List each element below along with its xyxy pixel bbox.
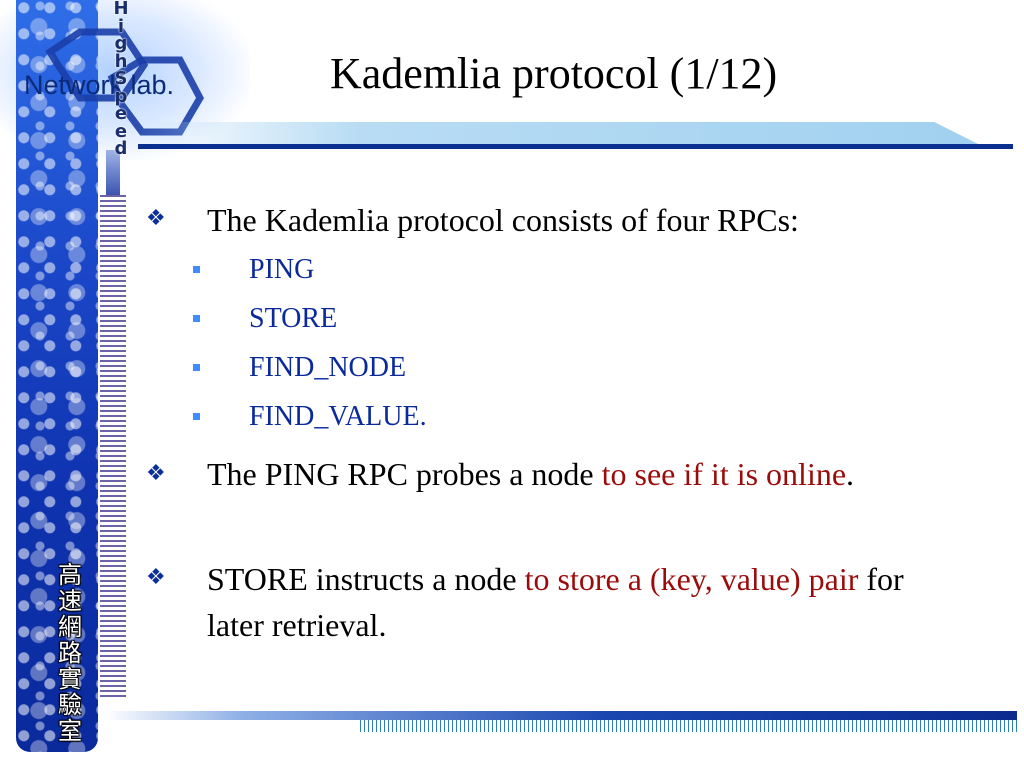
bullet-2-highlight: to see if it is online — [601, 456, 847, 492]
hexagon-logo-icon — [45, 28, 205, 136]
lab-name-label: 高 速 網 路 實 驗 室 — [58, 561, 82, 745]
footer-band — [104, 711, 1017, 720]
square-bullet-icon — [193, 315, 200, 322]
bullet-text-3: STORE instructs a node to store a (key, … — [207, 556, 952, 648]
square-bullet-icon — [193, 413, 200, 420]
bullet-3-end: for later retrieval. — [207, 561, 904, 643]
header-divider — [138, 144, 1013, 149]
side-decoration-bar — [16, 0, 98, 752]
header-band — [138, 122, 978, 144]
diamond-bullet-icon: ❖ — [146, 461, 166, 486]
logo-text: Network lab. — [24, 70, 175, 100]
bullet-text-1: The Kademlia protocol consists of four R… — [207, 202, 799, 238]
side-stripe-column — [100, 195, 126, 700]
rpc-item: FIND_VALUE. — [249, 401, 427, 432]
bullet-2-end: . — [846, 456, 855, 492]
vertical-logo-text: H i g h S p e e d — [113, 0, 129, 159]
square-bullet-icon — [193, 266, 200, 273]
diamond-bullet-icon: ❖ — [146, 206, 166, 231]
bullet-3-highlight: to store a (key, value) pair — [524, 561, 859, 597]
bullet-text-2: The PING RPC probes a node to see if it … — [207, 451, 907, 497]
slide-title: Kademlia protocol (1/12) — [330, 49, 778, 98]
bullet-3-text: STORE instructs a node — [207, 561, 525, 597]
stripe-accent — [106, 150, 120, 195]
footer-stripes — [360, 720, 1017, 732]
bullet-2-text: The PING RPC probes a node — [207, 456, 602, 492]
rpc-item: PING — [249, 254, 315, 285]
rpc-item: FIND_NODE — [249, 352, 407, 383]
rpc-item: STORE — [249, 303, 338, 334]
diamond-bullet-icon: ❖ — [146, 565, 166, 590]
square-bullet-icon — [193, 364, 200, 371]
